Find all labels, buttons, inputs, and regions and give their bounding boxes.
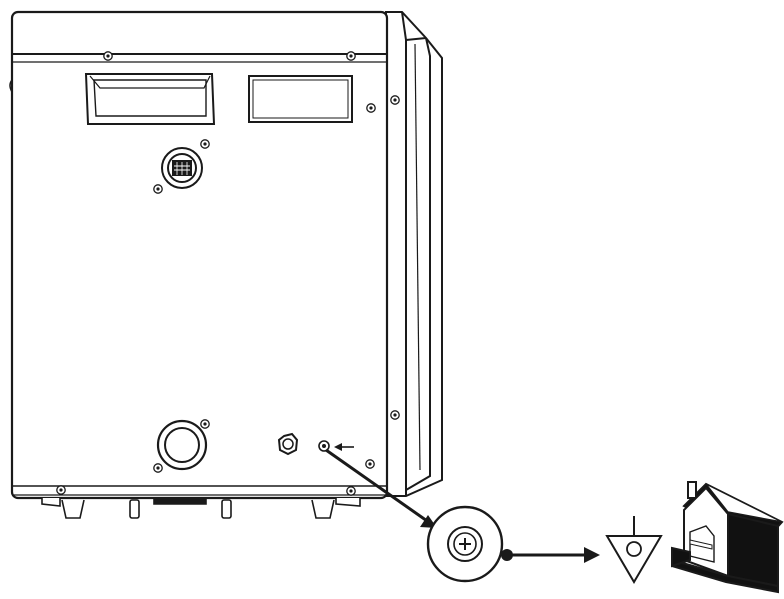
screw-icon <box>390 95 400 105</box>
house-icon <box>671 481 784 594</box>
connector-upper <box>161 147 203 189</box>
label-window <box>248 75 353 123</box>
screw-icon <box>346 486 356 496</box>
device-rear-panel <box>9 10 389 500</box>
device-side-panel <box>385 11 443 497</box>
connection-wire <box>512 547 600 563</box>
screw-icon <box>153 463 163 473</box>
screw-icon <box>153 184 163 194</box>
pointer-arrow <box>334 443 354 451</box>
screw-icon <box>200 419 210 429</box>
carry-handle <box>84 73 216 125</box>
connector-lower <box>156 419 208 471</box>
screw-icon <box>365 459 375 469</box>
device-feet <box>41 498 361 519</box>
screw-icon <box>56 485 66 495</box>
screw-icon <box>200 139 210 149</box>
equipotential-triangle-icon <box>605 516 663 584</box>
equipotential-terminal <box>318 440 330 452</box>
screw-icon <box>390 410 400 420</box>
screw-icon <box>103 51 113 61</box>
screw-icon <box>346 51 356 61</box>
screw-icon <box>366 103 376 113</box>
fuse-holder <box>277 432 299 456</box>
terminal-detail <box>426 505 513 583</box>
